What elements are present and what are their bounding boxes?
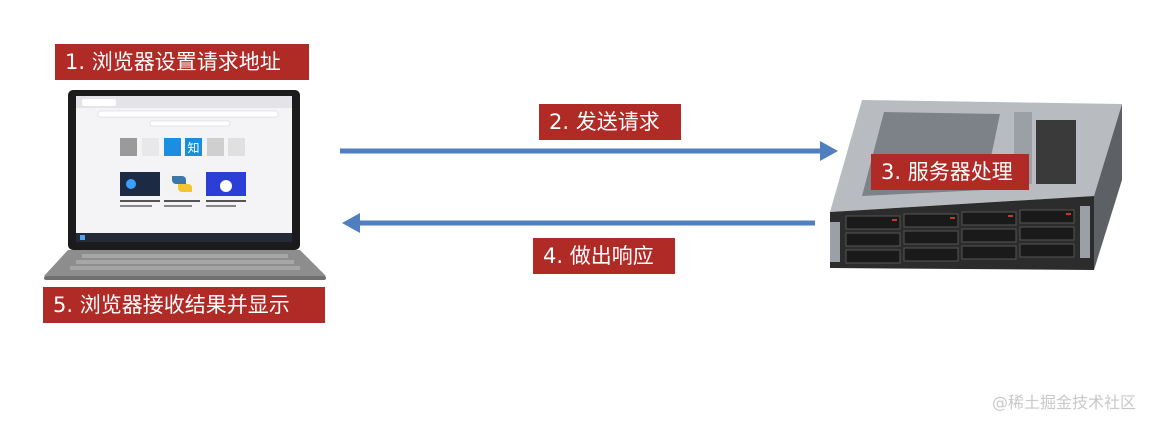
news-card-text (206, 205, 236, 207)
step-1-label: 1. 浏览器设置请求地址 (55, 44, 309, 80)
python-logo-yellow (178, 184, 192, 192)
step-4-label: 4. 做出响应 (533, 238, 675, 274)
paw-icon (220, 180, 232, 192)
address-bar (97, 110, 279, 118)
quick-tile-zhihu (185, 138, 202, 156)
news-card-text (164, 205, 192, 207)
windows-taskbar (76, 233, 292, 242)
step-3-label: 3. 服务器处理 (871, 154, 1029, 190)
server-handle-left (830, 222, 840, 262)
response-arrowhead (342, 213, 360, 233)
browser-titlebar (76, 96, 292, 108)
server-heatsink (1036, 120, 1076, 184)
news-card-text (120, 205, 152, 207)
quick-tile (164, 138, 181, 156)
laptop-screen (76, 96, 292, 242)
laptop-keys (70, 254, 300, 270)
quick-tile (120, 138, 137, 156)
search-box (149, 120, 231, 127)
laptop-base-edge (44, 276, 326, 280)
quick-tile (228, 138, 245, 156)
news-card-text (120, 200, 160, 202)
drive-bays (845, 209, 1075, 264)
watermark: @稀土掘金技术社区 (992, 393, 1137, 412)
quick-tile (142, 138, 159, 156)
server-side (1094, 104, 1122, 270)
news-card-text (206, 200, 246, 202)
news-card-text (164, 200, 200, 202)
news-card-logo (126, 179, 136, 189)
drive-leds (892, 213, 1071, 221)
quick-tile (207, 138, 224, 156)
zhihu-tile-text: 知 (187, 141, 199, 155)
python-logo-blue (172, 176, 186, 184)
request-arrowhead (820, 141, 838, 161)
windows-start-icon (80, 235, 85, 240)
server-handle-right (1080, 206, 1090, 258)
step-5-label: 5. 浏览器接收结果并显示 (43, 287, 325, 323)
step-2-label: 2. 发送请求 (539, 104, 681, 140)
browser-tab (82, 99, 116, 106)
laptop-illustration: 知 (44, 90, 326, 280)
